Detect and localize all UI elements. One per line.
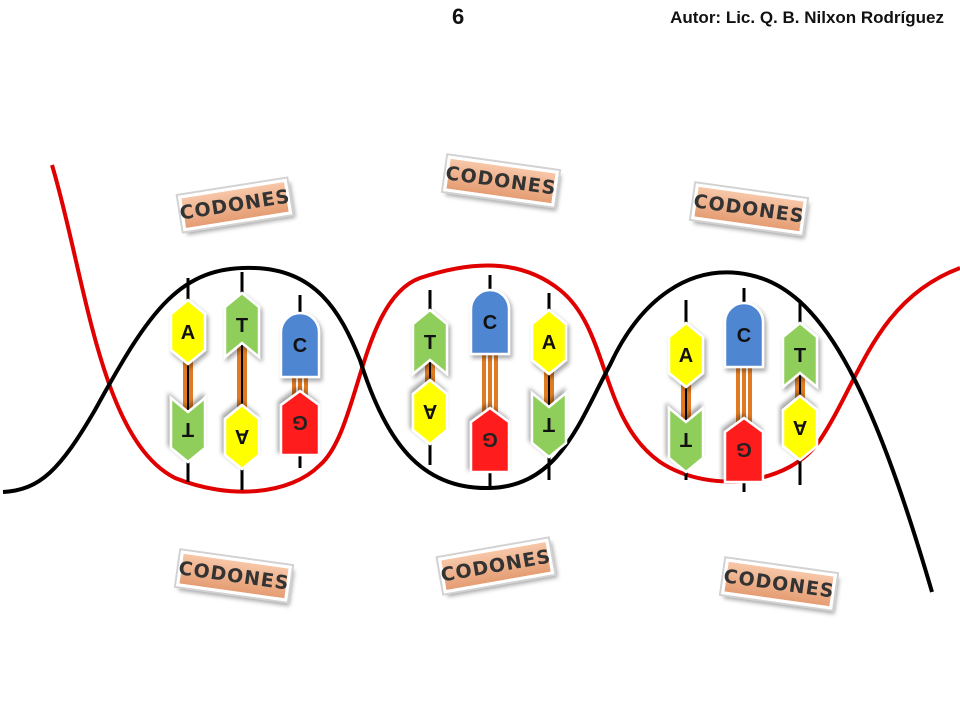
- nucleotide-A-shape: [223, 403, 261, 471]
- nucleotide-letter: T: [794, 345, 806, 367]
- nucleotide-A-shape: [169, 298, 207, 366]
- nucleotide-letter: T: [680, 428, 692, 450]
- base-pair: CG: [723, 288, 765, 492]
- base-pair: CG: [279, 295, 321, 468]
- nucleotide-C-shape: [723, 301, 765, 369]
- page-number: 6: [452, 4, 465, 29]
- base-pair: AT: [667, 300, 705, 480]
- dna-strand-black: [2, 265, 934, 593]
- author-credit: Autor: Lic. Q. B. Nilxon Rodríguez: [670, 8, 944, 27]
- base-pair: AT: [169, 278, 207, 482]
- nucleotide-letter: A: [793, 416, 807, 438]
- nucleotide-letter: G: [736, 438, 752, 460]
- nucleotide-G-shape: [279, 389, 321, 457]
- base-pair: AT: [530, 293, 568, 480]
- nucleotide-letter: T: [424, 332, 436, 354]
- nucleotide-T-shape: [169, 395, 207, 464]
- nucleotide-A-shape: [781, 394, 819, 462]
- nucleotide-G-shape: [723, 416, 765, 484]
- nucleotide-letter: T: [236, 315, 248, 337]
- nucleotide-T-shape: [781, 321, 819, 390]
- base-pair: TA: [411, 290, 449, 465]
- base-pair: CG: [469, 275, 511, 488]
- nucleotide-letter: T: [543, 413, 555, 435]
- base-pair: TA: [223, 272, 261, 490]
- nucleotide-letter: C: [293, 335, 307, 357]
- nucleotide-letter: G: [482, 428, 498, 450]
- nucleotide-letter: A: [423, 400, 437, 422]
- base-pair: TA: [781, 300, 819, 485]
- nucleotide-T-shape: [411, 308, 449, 377]
- nucleotide-letter: T: [182, 418, 194, 440]
- nucleotide-T-shape: [530, 390, 568, 459]
- nucleotide-letter: A: [679, 345, 693, 367]
- nucleotide-letter: A: [235, 425, 249, 447]
- nucleotide-A-shape: [411, 378, 449, 446]
- nucleotide-letter: C: [737, 325, 751, 347]
- nucleotide-C-shape: [279, 311, 321, 379]
- nucleotide-letter: A: [542, 332, 556, 354]
- nucleotide-letter: G: [292, 411, 308, 433]
- nucleotide-C-shape: [469, 288, 511, 356]
- nucleotide-letter: A: [181, 322, 195, 344]
- nucleotide-letter: C: [483, 312, 497, 334]
- nucleotide-T-shape: [223, 291, 261, 360]
- nucleotide-G-shape: [469, 406, 511, 474]
- nucleotide-A-shape: [530, 308, 568, 376]
- nucleotide-T-shape: [667, 405, 705, 474]
- nucleotide-A-shape: [667, 321, 705, 389]
